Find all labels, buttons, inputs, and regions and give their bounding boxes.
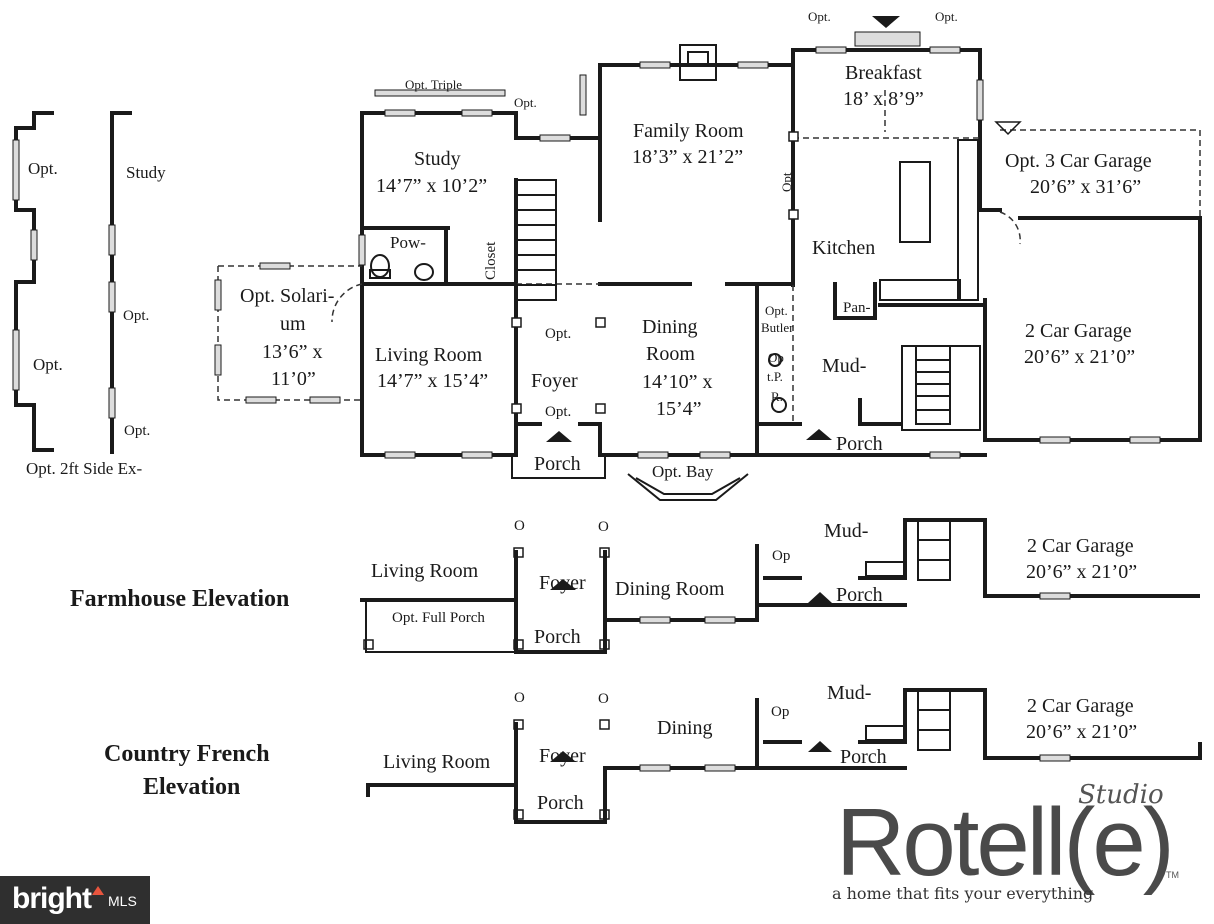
kitchen-label: Kitchen	[812, 237, 876, 259]
living-room-dims: 14’7” x 15’4”	[377, 370, 489, 392]
solarium-line4: 11’0”	[271, 368, 316, 390]
side-extension-caption: Opt. 2ft Side Ex-	[26, 459, 143, 478]
country-french-walls	[366, 688, 1202, 824]
porch-side-label: Porch	[836, 433, 883, 455]
opt-pr-line2: t.P.	[767, 369, 783, 384]
study-name: Study	[414, 148, 461, 170]
powder-label: Pow-	[390, 233, 426, 252]
garage-name: 2 Car Garage	[1025, 320, 1132, 342]
country-french-o-left: O	[514, 690, 525, 706]
fireplace	[679, 44, 717, 81]
butler-line2: Butler	[761, 320, 794, 335]
side-opt2: Opt.	[123, 308, 150, 324]
solarium-line2: um	[280, 313, 306, 335]
country-french-mud: Mud-	[827, 682, 872, 704]
farmhouse-op: Op	[772, 548, 791, 564]
dining-line1: Dining	[642, 316, 698, 338]
logo-studio-text: Studio	[1078, 780, 1164, 810]
opt-study-top-label: Opt.	[514, 95, 537, 110]
living-room-name: Living Room	[375, 344, 483, 366]
windows	[214, 31, 1161, 459]
powder-fixtures	[369, 254, 787, 413]
country-french-foyer: Foyer	[539, 745, 586, 767]
study-dims: 14’7” x 10’2”	[376, 175, 488, 197]
country-french-living-room: Living Room	[383, 751, 491, 773]
foyer-label: Foyer	[531, 370, 578, 392]
country-french-garage-dims: 20’6” x 21’0”	[1026, 721, 1138, 743]
bright-mls-watermark: bright MLS	[0, 876, 150, 924]
country-french-dining: Dining	[657, 717, 713, 739]
pantry-label: Pan-	[843, 300, 871, 316]
side-opt4: Opt.	[124, 423, 151, 439]
dining-line4: 15’4”	[656, 398, 702, 420]
farmhouse-o-right: O	[598, 519, 609, 535]
farmhouse-opt-full-porch: Opt. Full Porch	[392, 610, 485, 626]
dining-line2: Room	[646, 343, 695, 365]
farmhouse-garage-dims: 20’6” x 21’0”	[1026, 561, 1138, 583]
family-room-name: Family Room	[633, 120, 744, 142]
dining-line3: 14’10” x	[642, 371, 713, 393]
rotelle-logo: Studio Rotell(e) TM a home that fits you…	[830, 780, 1190, 910]
country-french-garage-name: 2 Car Garage	[1027, 695, 1134, 717]
side-study: Study	[126, 163, 166, 182]
farmhouse-o-left: O	[514, 518, 525, 534]
farmhouse-dining-room: Dining Room	[615, 578, 725, 600]
solarium-line3: 13’6” x	[262, 341, 323, 363]
opt-breakfast-right-label: Opt.	[935, 9, 958, 24]
watermark-brand: bright	[12, 882, 92, 915]
country-french-title-line2: Elevation	[143, 774, 241, 800]
country-french-op: Op	[771, 704, 790, 720]
solarium-line1: Opt. Solari-	[240, 285, 335, 307]
farmhouse-mud: Mud-	[824, 520, 869, 542]
watermark-triangle-icon	[92, 886, 104, 895]
mud-label: Mud-	[822, 355, 867, 377]
foyer-opt-bottom: Opt.	[545, 404, 572, 420]
farmhouse-porch: Porch	[534, 626, 581, 648]
country-french-porch: Porch	[537, 792, 584, 814]
opt-pr-line3: R.	[771, 389, 783, 404]
country-french-porch-side: Porch	[840, 746, 887, 768]
farmhouse-living-room: Living Room	[371, 560, 479, 582]
farmhouse-foyer: Foyer	[539, 572, 586, 594]
breakfast-dims: 18’ x 8’9”	[843, 88, 924, 110]
kitchen-opt-label: Opt	[779, 172, 794, 193]
logo-tagline: a home that fits your everything	[832, 884, 1094, 903]
country-french-o-right: O	[598, 691, 609, 707]
logo-wordmark: Rotell(e)	[836, 789, 1175, 896]
breakfast-name: Breakfast	[845, 62, 922, 84]
main-stairs	[515, 179, 981, 431]
porch-front-label: Porch	[534, 453, 581, 475]
opt-garage-dims: 20’6” x 31’6”	[1030, 176, 1142, 198]
watermark-suffix: MLS	[108, 893, 137, 909]
entry-markers	[546, 16, 1022, 762]
farmhouse-walls	[360, 518, 1200, 654]
side-opt1: Opt.	[28, 159, 58, 178]
butler-line1: Opt.	[765, 303, 788, 318]
columns	[363, 131, 799, 820]
opt-bay-label: Opt. Bay	[652, 462, 714, 481]
farmhouse-porch-side: Porch	[836, 584, 883, 606]
opt-triple-label: Opt. Triple	[405, 77, 463, 92]
opt-garage-name: Opt. 3 Car Garage	[1005, 150, 1152, 172]
kitchen-counters	[879, 139, 979, 301]
closet-label: Closet	[483, 241, 499, 280]
logo-tm: TM	[1166, 870, 1179, 880]
farmhouse-garage-name: 2 Car Garage	[1027, 535, 1134, 557]
family-room-dims: 18’3” x 21’2”	[632, 146, 744, 168]
side-extension-walls	[12, 111, 132, 454]
garage-dims: 20’6” x 21’0”	[1024, 346, 1136, 368]
farmhouse-title: Farmhouse Elevation	[70, 586, 290, 612]
country-french-title-line1: Country French	[104, 741, 270, 767]
opt-pr-line1: Op	[768, 350, 784, 365]
foyer-opt-top: Opt.	[545, 326, 572, 342]
side-opt3: Opt.	[33, 355, 63, 374]
opt-breakfast-left-label: Opt.	[808, 9, 831, 24]
